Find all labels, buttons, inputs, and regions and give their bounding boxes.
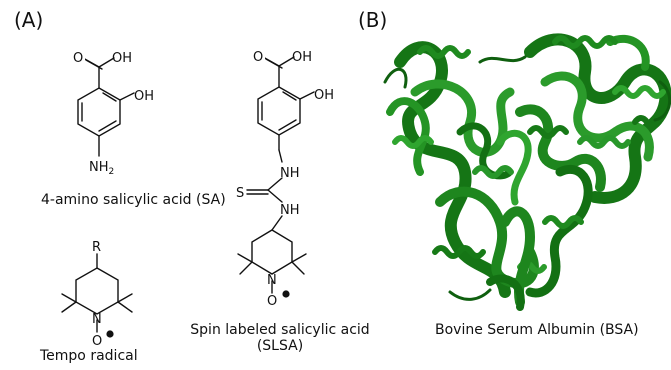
tempo-r-group: R — [92, 240, 101, 255]
caption-slsa-line2: (SLSA) — [256, 338, 304, 354]
slsa-sulfur: S — [236, 186, 244, 201]
slsa-molecule — [237, 56, 315, 294]
slsa-lower-nh: NH — [280, 203, 300, 218]
caption-tempo: Tempo radical — [40, 348, 138, 364]
sa-carbonyl-o: O — [73, 51, 83, 66]
bsa-protein-ribbon — [383, 33, 671, 311]
tempo-radical-dot — [106, 330, 114, 338]
slsa-oxygen: O — [267, 294, 277, 309]
caption-slsa-line1: Spin labeled salicylic acid — [190, 322, 370, 338]
caption-slsa: Spin labeled salicylic acid (SLSA) — [185, 322, 375, 354]
sa-acid-oh: OH — [112, 51, 132, 66]
slsa-radical-dot — [282, 290, 290, 298]
sa-amine: NH2 — [89, 160, 114, 177]
panel-a-label: (A) — [14, 8, 44, 32]
panel-b-label: (B) — [358, 8, 388, 32]
tempo-oxygen: O — [92, 334, 102, 349]
slsa-carbonyl-o: O — [253, 50, 263, 65]
slsa-acid-oh: OH — [292, 50, 312, 65]
sa-molecule — [77, 57, 135, 157]
slsa-upper-nh: NH — [280, 166, 300, 181]
caption-bsa: Bovine Serum Albumin (BSA) — [435, 322, 639, 338]
caption-sa: 4-amino salicylic acid (SA) — [41, 192, 226, 208]
sa-phenol-oh: OH — [134, 89, 154, 104]
slsa-nitrogen: N — [267, 273, 277, 288]
tempo-molecule — [61, 253, 133, 333]
tempo-nitrogen: N — [92, 312, 102, 327]
slsa-phenol-oh: OH — [314, 88, 334, 103]
